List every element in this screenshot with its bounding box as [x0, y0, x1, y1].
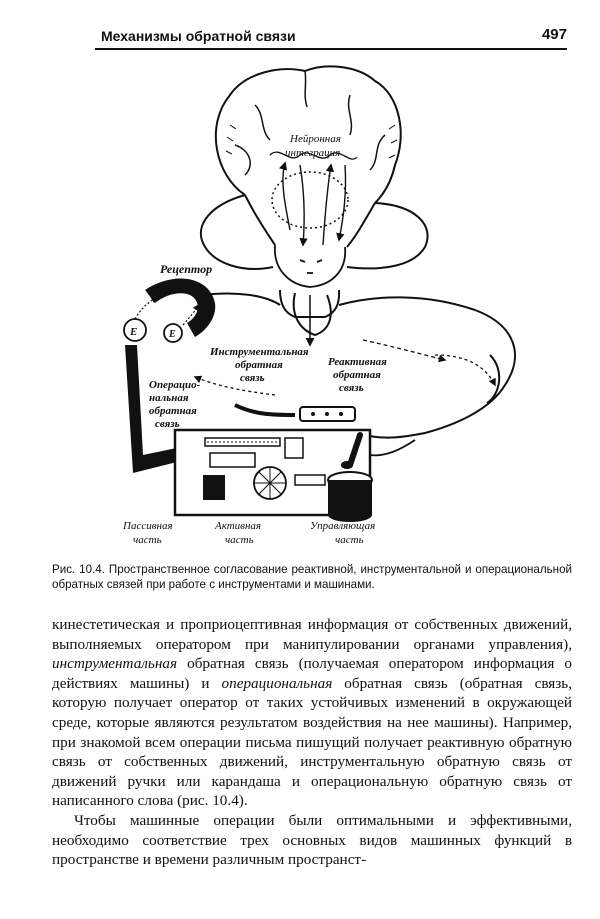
- label-passive-2: часть: [133, 534, 162, 546]
- label-control-2: часть: [335, 534, 364, 546]
- label-operational-1: Операцио-: [149, 379, 201, 391]
- running-head: Механизмы обратной связи 497: [95, 24, 567, 50]
- paragraph-1: кинестетическая и проприоцептивная инфор…: [52, 616, 572, 810]
- shoulders-illustration: [199, 194, 476, 318]
- label-active-1: Активная: [214, 520, 261, 532]
- paragraph-2: Чтобы машинные операции были оптимальным…: [52, 811, 572, 869]
- label-operational-3: обратная: [149, 405, 197, 417]
- label-active-2: часть: [225, 534, 254, 546]
- label-operational-4: связь: [155, 418, 180, 430]
- label-reactive-3: связь: [339, 382, 364, 394]
- right-arm: [364, 309, 516, 439]
- brain-arrows: [279, 161, 347, 247]
- figure-feedback-diagram: Нейронная интеграция Рецептор E E Инстру…: [95, 55, 555, 555]
- spinal-column: [292, 292, 332, 337]
- label-operational-2: нальная: [149, 392, 189, 404]
- label-e2: E: [168, 329, 176, 340]
- running-head-title: Механизмы обратной связи: [101, 28, 296, 44]
- label-instrumental-3: связь: [240, 372, 265, 384]
- brain-shading: [225, 124, 398, 159]
- label-reactive-2: обратная: [333, 369, 381, 381]
- reactive-feedback-arrow: [362, 339, 447, 363]
- operational-feedback-arrow: [125, 345, 215, 473]
- label-neuron-integration-2: интеграция: [285, 147, 340, 159]
- control-lever: [327, 432, 373, 522]
- receptor-shape: [145, 278, 216, 337]
- head-illustration: [274, 244, 346, 288]
- label-passive-1: Пассивная: [122, 520, 173, 532]
- neuron-integration-loop: [271, 171, 349, 229]
- label-instrumental-1: Инструментальная: [209, 346, 309, 358]
- label-neuron-integration-1: Нейронная: [289, 133, 341, 145]
- label-instrumental-2: обратная: [235, 359, 283, 371]
- page-number: 497: [541, 26, 567, 43]
- figure-caption: Рис. 10.4. Пространственное согласование…: [52, 562, 572, 592]
- label-receptor: Рецептор: [160, 262, 212, 276]
- caption-text: Пространственное согласование реактивной…: [52, 563, 572, 591]
- label-reactive-1: Реактивная: [328, 356, 387, 368]
- caption-number: Рис. 10.4.: [52, 563, 105, 576]
- tool-handle: [299, 406, 356, 422]
- instrumental-feedback-arrow: [193, 375, 276, 396]
- body-text: кинестетическая и проприоцептивная инфор…: [52, 615, 572, 870]
- brain-illustration: [214, 65, 402, 248]
- label-e1: E: [129, 326, 137, 338]
- label-control-1: Управляющая: [310, 520, 375, 532]
